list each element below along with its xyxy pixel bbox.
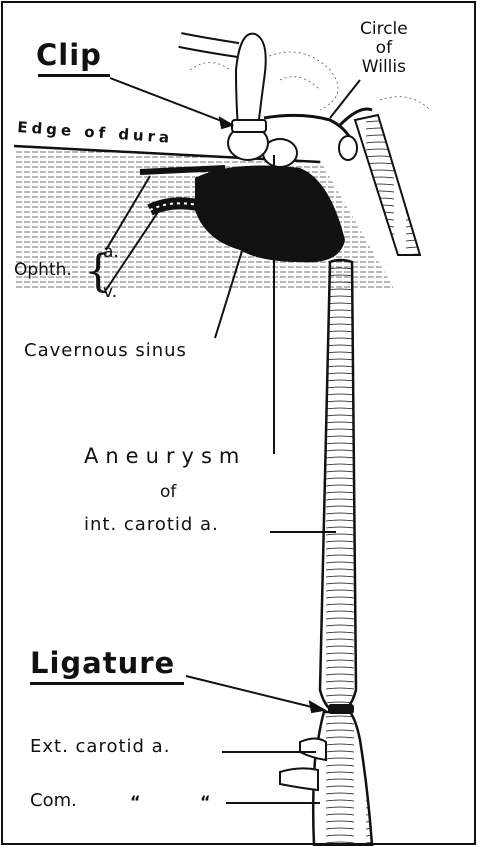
cavernous-sinus-label: Cavernous sinus [24,340,187,361]
ligature-underline [30,682,184,685]
circle-line-3: Willis [360,58,408,77]
ophth-label: Ophth. [14,260,72,280]
com-carotid-label: Com. [30,790,77,811]
circle-line-2: of [360,39,408,58]
internal-carotid-artery [320,260,356,712]
ophth-vein-label: v. [103,282,117,302]
ligature-label: Ligature [30,646,175,680]
circle-line-1: Circle [360,20,408,39]
aneurysm-drawing [180,34,297,167]
clip-underline [38,74,110,77]
carotid-bifurcation [280,704,372,845]
clip-label: Clip [36,38,102,72]
aneurysm-label: Aneurysm [84,444,246,468]
ditto-mark-1: “ [130,792,141,811]
circle-of-willis-label: Circle of Willis [360,20,408,77]
int-carotid-label: int. carotid a. [84,514,219,535]
aneurysm-of-label: of [160,482,176,502]
ditto-mark-2: “ [200,792,211,811]
ext-carotid-label: Ext. carotid a. [30,736,170,757]
ophth-artery-label: a. [103,242,119,262]
